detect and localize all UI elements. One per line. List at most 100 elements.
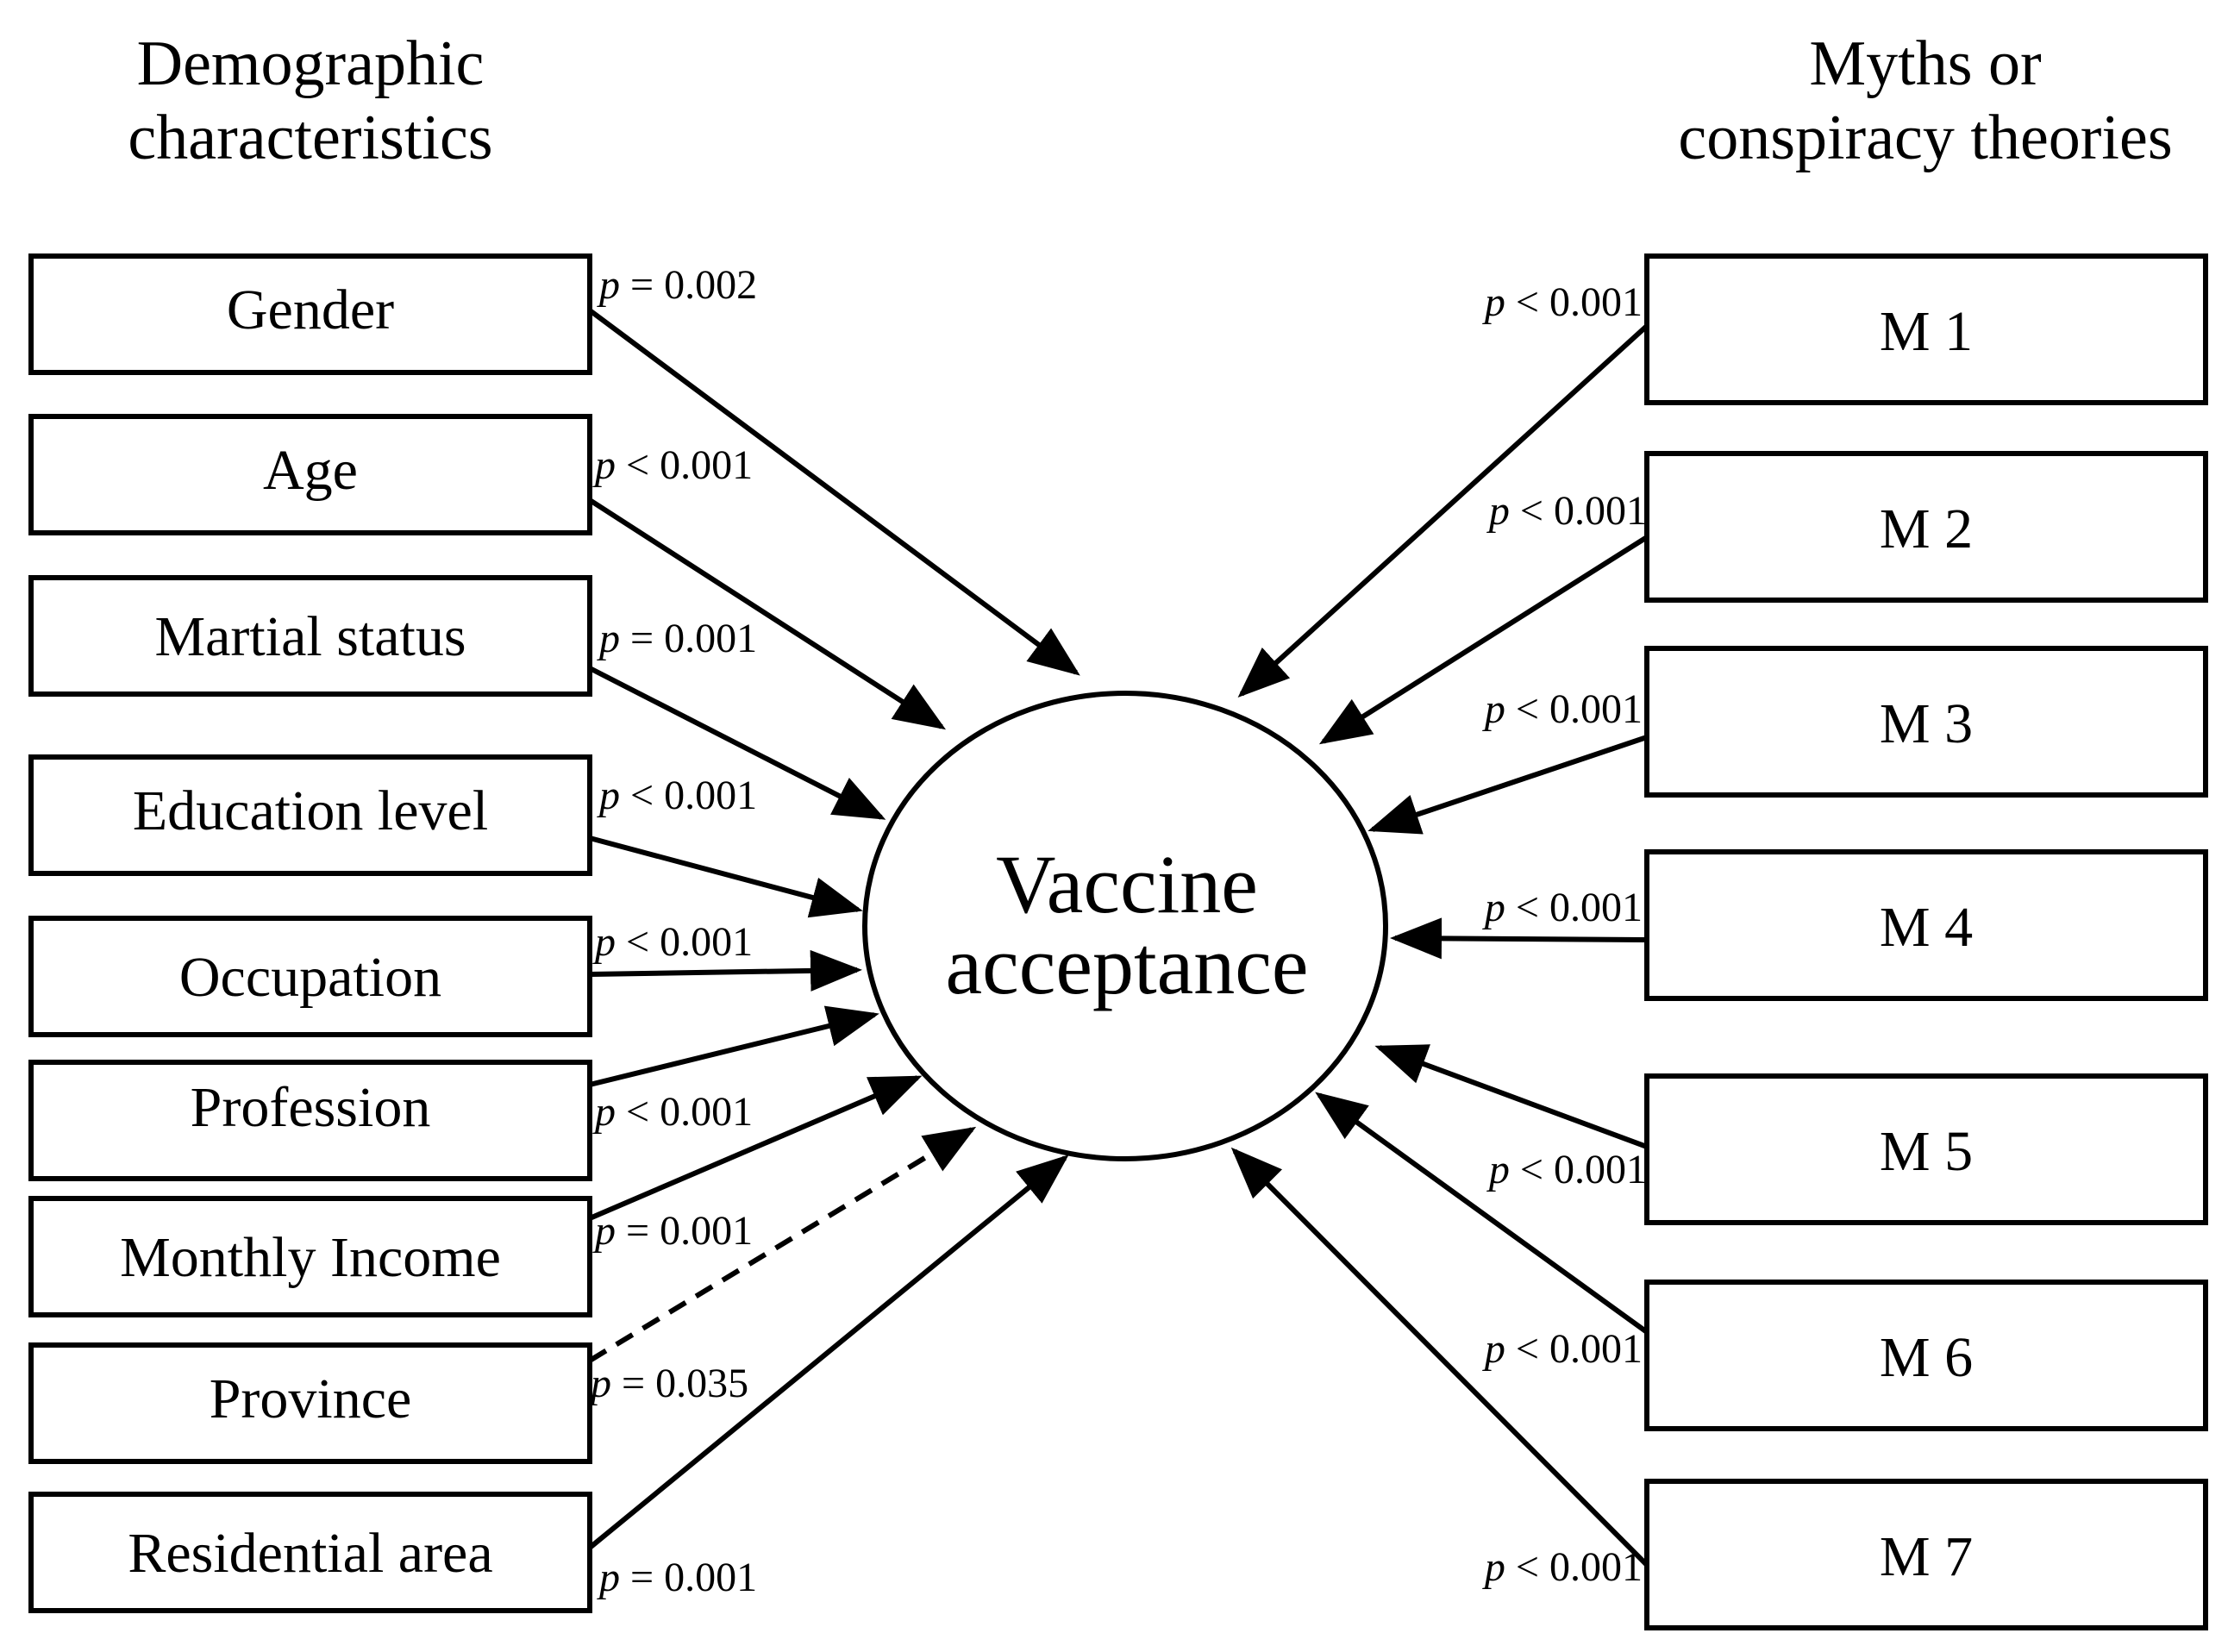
path-arrow-m6 (1315, 1092, 1649, 1335)
p-value-m6-value: < 0.001 (1505, 1326, 1643, 1372)
right-heading-line1: Myths or (1809, 28, 2041, 99)
p-value-m2-symbol: p (1486, 488, 1510, 534)
p-value-education-level-symbol: p (597, 773, 620, 818)
vaccine-acceptance-label-line2: acceptance (946, 919, 1309, 1011)
path-arrow-m2 (1318, 535, 1649, 745)
path-arrow-m1 (1237, 323, 1649, 698)
myth-box-m1 (1644, 253, 2208, 405)
p-value-m7: p < 0.001 (1482, 1544, 1643, 1590)
p-value-education-level-value: < 0.001 (620, 773, 757, 818)
myth-box-m7 (1644, 1479, 2208, 1630)
path-arrow-age (588, 497, 947, 730)
p-value-occupation: p < 0.001 (592, 919, 753, 965)
p-value-m1: p < 0.001 (1482, 279, 1643, 325)
p-value-profession: p < 0.001 (592, 1089, 753, 1135)
p-value-gender-symbol: p (597, 262, 620, 308)
path-arrow-gender (588, 308, 1080, 676)
p-value-m7-value: < 0.001 (1505, 1544, 1643, 1590)
p-value-occupation-symbol: p (592, 919, 616, 965)
p-value-martial-status-symbol: p (597, 616, 620, 661)
p-value-m5-value: < 0.001 (1510, 1147, 1647, 1192)
myth-predictors: M 1 p < 0.001 M 2 p < 0.001 M 3 p < 0.001 M 4 p… (1230, 253, 2208, 1630)
predictor-label-age: Age (263, 439, 358, 502)
p-value-martial-status: p = 0.001 (597, 616, 757, 661)
p-value-m1-symbol: p (1482, 279, 1505, 325)
predictor-box-province (28, 1342, 592, 1464)
path-arrow-m3 (1367, 735, 1648, 835)
p-value-m4-value: < 0.001 (1505, 885, 1643, 930)
predictor-label-monthly-income: Monthly Income (120, 1226, 501, 1289)
right-heading-line2: conspiracy theories (1678, 103, 2172, 173)
p-value-residential-area-symbol: p (597, 1555, 620, 1600)
myth-label-m3: M 3 (1880, 692, 1973, 755)
predictor-box-residential-area (28, 1492, 592, 1613)
p-value-occupation-value: < 0.001 (616, 919, 753, 965)
path-arrow-m5 (1374, 1044, 1649, 1149)
myth-label-m1: M 1 (1880, 300, 1973, 363)
myth-box-m3 (1644, 646, 2208, 798)
p-value-monthly-income-symbol: p (592, 1208, 616, 1254)
p-value-gender-value: = 0.002 (620, 262, 757, 308)
predictor-label-province: Province (210, 1367, 412, 1430)
left-heading-line2: characteristics (128, 103, 492, 173)
p-value-m5: p < 0.001 (1486, 1147, 1647, 1192)
predictor-box-occupation (28, 916, 592, 1037)
p-value-profession-value: < 0.001 (616, 1089, 753, 1135)
myth-box-m4 (1644, 849, 2208, 1001)
p-value-m2: p < 0.001 (1486, 488, 1647, 534)
p-value-m3: p < 0.001 (1482, 686, 1643, 732)
p-value-age-symbol: p (592, 442, 616, 488)
predictor-label-gender: Gender (227, 278, 394, 341)
path-arrow-province (588, 1126, 977, 1363)
p-value-residential-area: p = 0.001 (597, 1555, 757, 1600)
left-heading-line1: Demographic (137, 28, 485, 99)
path-arrow-residential-area (588, 1155, 1069, 1550)
myth-label-m2: M 2 (1880, 497, 1973, 560)
predictor-label-occupation: Occupation (179, 946, 441, 1009)
predictor-box-monthly-income (28, 1196, 592, 1317)
p-value-province: p = 0.035 (588, 1361, 748, 1406)
predictor-box-age (28, 414, 592, 535)
p-value-monthly-income: p = 0.001 (592, 1208, 753, 1254)
path-arrow-profession (589, 1005, 879, 1087)
p-value-residential-area-value: = 0.001 (620, 1555, 757, 1600)
myth-label-m7: M 7 (1880, 1525, 1973, 1588)
predictor-label-residential-area: Residential area (128, 1522, 492, 1585)
vaccine-acceptance-node (862, 691, 1388, 1161)
p-value-age-value: < 0.001 (616, 442, 753, 488)
myth-label-m4: M 4 (1880, 896, 1973, 959)
predictor-box-education-level (28, 754, 592, 876)
p-value-education-level: p < 0.001 (597, 773, 757, 818)
myth-label-m5: M 5 (1880, 1120, 1973, 1183)
predictor-box-profession (28, 1060, 592, 1181)
p-value-m3-symbol: p (1482, 686, 1505, 732)
path-arrow-occupation (589, 949, 862, 992)
p-value-m3-value: < 0.001 (1505, 686, 1643, 732)
path-arrow-education-level (589, 835, 863, 918)
path-arrow-m4 (1390, 917, 1648, 960)
predictor-box-gender (28, 253, 592, 375)
p-value-profession-symbol: p (592, 1089, 616, 1135)
p-value-m2-value: < 0.001 (1510, 488, 1647, 534)
p-value-monthly-income-value: = 0.001 (616, 1208, 753, 1254)
p-value-province-symbol: p (588, 1361, 611, 1406)
vaccine-acceptance-label-line1: Vaccine (996, 838, 1258, 930)
p-value-m1-value: < 0.001 (1505, 279, 1643, 325)
myth-box-m6 (1644, 1280, 2208, 1431)
p-value-m7-symbol: p (1482, 1544, 1505, 1590)
p-value-martial-status-value: = 0.001 (620, 616, 757, 661)
p-value-gender: p = 0.002 (597, 262, 757, 308)
p-value-m4: p < 0.001 (1482, 885, 1643, 930)
predictor-label-education-level: Education level (133, 779, 488, 842)
path-arrow-m7 (1230, 1147, 1649, 1568)
p-value-province-value: = 0.035 (611, 1361, 748, 1406)
predictor-box-martial-status (28, 575, 592, 697)
p-value-m6-symbol: p (1482, 1326, 1505, 1372)
p-value-m5-symbol: p (1486, 1147, 1510, 1192)
myth-label-m6: M 6 (1880, 1326, 1973, 1389)
predictor-label-profession: Profession (191, 1076, 431, 1139)
p-value-m4-symbol: p (1482, 885, 1505, 930)
myth-box-m2 (1644, 451, 2208, 603)
